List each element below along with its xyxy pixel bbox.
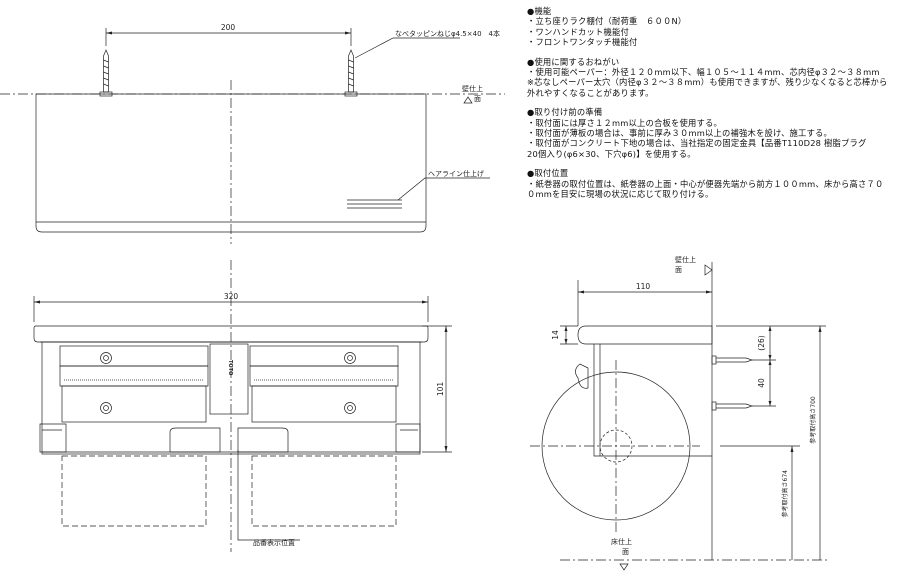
cutter-right: [395, 423, 421, 453]
wall-mark: [463, 96, 473, 104]
side-shelf: [577, 325, 713, 345]
screw-right: [344, 49, 358, 97]
arrow: [106, 31, 112, 35]
toto-logo: TOTO: [227, 360, 233, 375]
center-divider: [209, 343, 249, 415]
cutter-left: [39, 423, 67, 453]
side-wall-label-1: 壁仕上: [675, 255, 696, 264]
hairline-mark: [347, 177, 490, 209]
top-wall-label-2: 面: [474, 95, 481, 103]
front-dim-height-label: 101: [436, 382, 445, 397]
notes-heading: ●取付位置: [527, 168, 569, 179]
notes-line: ※芯なしペーパー太穴（内径φ３２～３８mm）も使用できますが、残り少なくなると芯…: [527, 77, 888, 88]
hairline-label: ヘアライン仕上げ: [428, 169, 484, 178]
notes-heading: ●使用に関するおねがい: [527, 56, 620, 67]
screw-left: [99, 49, 113, 97]
notes-line: ・取付面がコンクリート下地の場合は、当社指定の固定金具【品番T110D28 樹脂…: [527, 138, 867, 149]
side-wall-mark: [704, 264, 713, 276]
screw-leader: [354, 37, 460, 59]
cutter-mid-right: [237, 427, 289, 453]
notes-heading: ●機能: [527, 6, 552, 16]
paper-rolls: [61, 455, 397, 527]
side-dim-40-label: 40: [757, 378, 766, 388]
cutter-mid-left: [169, 427, 221, 453]
right-holder: [249, 345, 399, 423]
ref-700-label: 参考取付高さ700: [809, 396, 817, 444]
left-holder: [59, 345, 209, 423]
notes-function: ●機能 ・立ち座りラク棚付（耐荷重 ６００N） ・ワンハンドカット機能付 ・フロ…: [527, 6, 905, 47]
notes-line: 外れやすくなることがあります。: [527, 87, 654, 98]
notes-line: ・ワンハンドカット機能付: [527, 26, 629, 37]
notes-line: ０mmを目安に現場の状況に応じて取り付ける。: [527, 188, 714, 199]
side-paper-roll: [541, 371, 691, 521]
ref-674-label: 参考取付高さ674: [781, 470, 789, 518]
notes-preparation: ●取り付け前の準備 ・取付面には厚さ１２mm以上の合板を使用する。 ・取付面が薄…: [527, 107, 905, 158]
notes-usage: ●使用に関するおねがい ・使用可能ペーパー：外径１２０mm以下、幅１０５～１１４…: [527, 57, 905, 98]
side-screw-top: [711, 355, 754, 365]
notes-line: ・使用可能ペーパー：外径１２０mm以下、幅１０５～１１４mm、芯内径φ３２～３８…: [527, 66, 880, 77]
part-no-leader: [237, 450, 300, 541]
spec-notes: ●機能 ・立ち座りラク棚付（耐荷重 ６００N） ・ワンハンドカット機能付 ・フロ…: [527, 6, 905, 209]
floor-label-2: 面: [622, 548, 629, 556]
side-dim-depth-label: 110: [636, 282, 651, 291]
side-dim-26-label: (26): [757, 335, 766, 350]
side-body: [593, 344, 712, 457]
side-wall-label-2: 面: [675, 266, 682, 274]
notes-line: ・フロントワンタッチ機能付: [527, 36, 638, 47]
notes-line: ・取付面が薄板の場合は、事前に厚み３０mm以上の補強木を設け、施工する。: [527, 127, 833, 138]
notes-position: ●取付位置 ・紙巻器の取付位置は、紙巻器の上面・中心が便器先端から前方１００mm…: [527, 168, 905, 199]
notes-line: ・紙巻器の取付位置は、紙巻器の上面・中心が便器先端から前方１００mm、床から高さ…: [527, 178, 884, 189]
notes-line: ・取付面には厚さ１２mm以上の合板を使用する。: [527, 117, 723, 128]
top-body: [35, 93, 427, 233]
notes-line: 20個入り(φ6×30、下穴φ6)】を使用する。: [527, 148, 696, 159]
arrow: [345, 31, 351, 35]
side-view: [530, 262, 830, 571]
front-view: [33, 260, 452, 552]
front-dim-width-label: 320: [224, 292, 239, 301]
top-view: [0, 28, 505, 244]
side-screw-bottom: [711, 401, 754, 411]
front-shelf: [33, 325, 429, 343]
side-cutter: [575, 363, 589, 389]
top-wall-label-1: 壁仕上: [462, 84, 483, 93]
floor-label-1: 床仕上: [611, 537, 632, 546]
screw-spec-label: なべタッピンねじφ4.5×40 4本: [395, 29, 500, 38]
side-dim-shelf-label: 14: [551, 330, 560, 340]
part-no-label: 品番表示位置: [253, 538, 295, 547]
notes-heading: ●取り付け前の準備: [527, 107, 603, 118]
top-dim-label: 200: [221, 23, 236, 32]
side-roll-core: [599, 429, 633, 463]
notes-line: ・立ち座りラク棚付（耐荷重 ６００N）: [527, 16, 687, 27]
floor-mark: [619, 563, 629, 571]
